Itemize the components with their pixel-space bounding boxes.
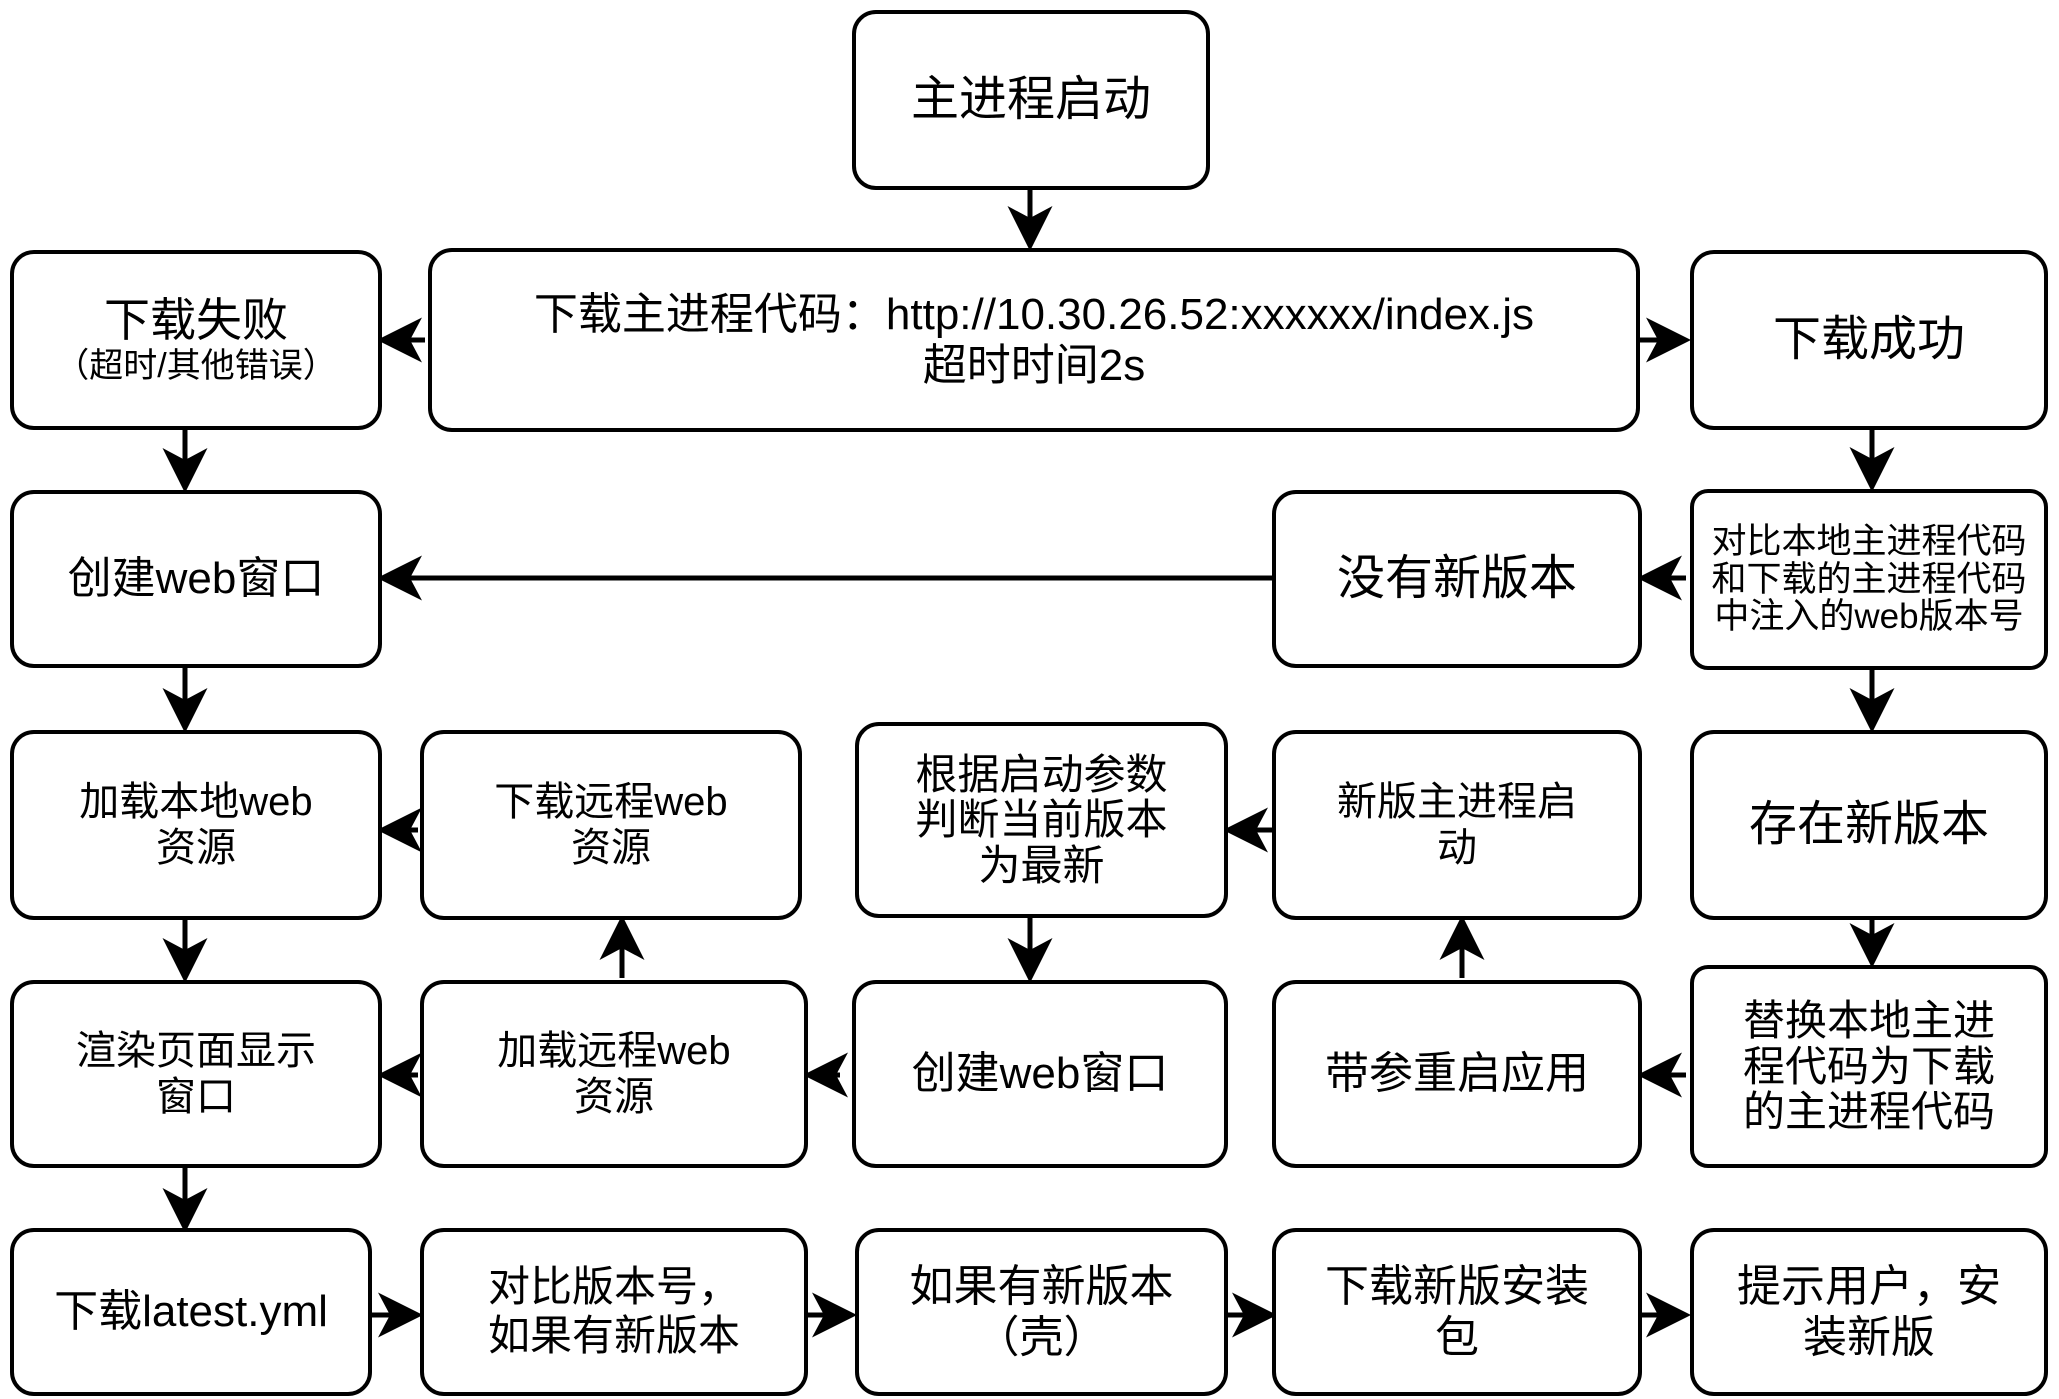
node-label: 下载失败: [104, 293, 288, 346]
node-load-remote-web[interactable]: 加载远程web 资源: [420, 980, 808, 1168]
node-load-local-web[interactable]: 加载本地web 资源: [10, 730, 382, 920]
node-compare-version-no[interactable]: 对比版本号， 如果有新版本: [420, 1228, 808, 1396]
node-label: 提示用户，安 装新版: [1737, 1261, 2001, 1362]
node-label: 对比本地主进程代码 和下载的主进程代码 中注入的web版本号: [1711, 521, 2027, 637]
node-download-latest-yml[interactable]: 下载latest.yml: [10, 1228, 372, 1396]
node-download-remote-web[interactable]: 下载远程web 资源: [420, 730, 802, 920]
node-label: 创建web窗口: [67, 554, 325, 604]
node-label: 下载新版安装 包: [1325, 1261, 1589, 1362]
node-download-main-code[interactable]: 下载主进程代码：http://10.30.26.52:xxxxxx/index.…: [428, 248, 1640, 432]
node-label: 没有新版本: [1336, 552, 1577, 606]
node-render-page-window[interactable]: 渲染页面显示 窗口: [10, 980, 382, 1168]
node-label: 新版主进程启 动: [1337, 779, 1577, 870]
node-restart-with-args[interactable]: 带参重启应用: [1272, 980, 1642, 1168]
node-prompt-user-install[interactable]: 提示用户，安 装新版: [1690, 1228, 2048, 1396]
node-label: 下载latest.yml: [54, 1287, 328, 1337]
node-label: 下载主进程代码：http://10.30.26.52:xxxxxx/index.…: [533, 289, 1535, 390]
node-label: 对比版本号， 如果有新版本: [487, 1263, 740, 1359]
node-replace-local-code[interactable]: 替换本地主进 程代码为下载 的主进程代码: [1690, 965, 2048, 1168]
node-label: 渲染页面显示 窗口: [76, 1028, 316, 1119]
node-label: 主进程启动: [910, 73, 1151, 127]
node-label: 带参重启应用: [1325, 1049, 1589, 1099]
node-has-new-version[interactable]: 存在新版本: [1690, 730, 2048, 920]
node-label: 创建web窗口: [911, 1049, 1169, 1099]
node-label: 存在新版本: [1748, 798, 1989, 852]
node-label: 加载远程web 资源: [497, 1028, 731, 1119]
node-label: 下载远程web 资源: [494, 779, 728, 870]
node-create-web-window-1[interactable]: 创建web窗口: [10, 490, 382, 668]
node-no-new-version[interactable]: 没有新版本: [1272, 490, 1642, 668]
node-new-main-start[interactable]: 新版主进程启 动: [1272, 730, 1642, 920]
node-label: 根据启动参数 判断当前版本 为最新: [915, 750, 1168, 889]
node-label: 如果有新版本 （壳）: [909, 1261, 1174, 1362]
node-download-installer[interactable]: 下载新版安装 包: [1272, 1228, 1642, 1396]
node-if-new-shell[interactable]: 如果有新版本 （壳）: [855, 1228, 1228, 1396]
node-download-success[interactable]: 下载成功: [1690, 250, 2048, 430]
node-create-web-window-2[interactable]: 创建web窗口: [852, 980, 1228, 1168]
node-compare-web-version[interactable]: 对比本地主进程代码 和下载的主进程代码 中注入的web版本号: [1690, 489, 2048, 670]
node-judge-latest-version[interactable]: 根据启动参数 判断当前版本 为最新: [855, 722, 1228, 918]
node-label: 替换本地主进 程代码为下载 的主进程代码: [1742, 997, 1995, 1136]
node-sublabel: （超时/其他错误）: [55, 346, 337, 385]
node-download-failed[interactable]: 下载失败 （超时/其他错误）: [10, 250, 382, 430]
node-label: 下载成功: [1772, 313, 1965, 367]
node-label: 加载本地web 资源: [79, 779, 313, 870]
node-main-process-start[interactable]: 主进程启动: [852, 10, 1210, 190]
